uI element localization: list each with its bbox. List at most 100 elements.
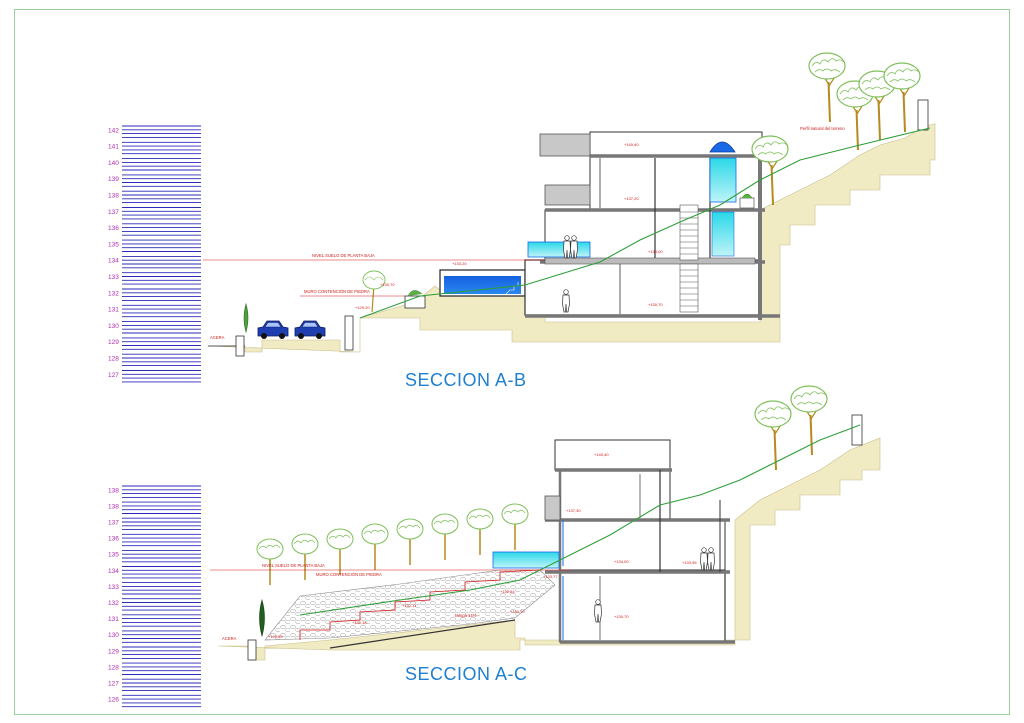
section-ab-skylight — [709, 141, 736, 153]
section-ab-gate-wall — [344, 315, 354, 351]
scale-tick-label: 133 — [108, 274, 119, 281]
scale-tick-label: 134 — [108, 258, 119, 265]
section-ac-terrace-steps — [299, 569, 541, 640]
drawing-sheet-frame — [14, 9, 1010, 715]
section-ac-tree-3 — [326, 528, 354, 576]
section-ac-upper-wall — [851, 414, 863, 446]
scale-tick-label: 129 — [108, 339, 119, 346]
section-ab-drawing: 142 141 140 139 138 137 136 135 134 133 132 131 130 1… — [108, 52, 936, 383]
scale-tick-label: 131 — [108, 616, 119, 623]
section-ab-stairs — [679, 204, 699, 313]
scale-tick-label: 138 — [108, 487, 119, 494]
section-ab-acera-label: ACERA — [210, 335, 225, 340]
scale-tick-label: 136 — [108, 536, 119, 543]
scale-tick-label: 132 — [108, 600, 119, 607]
section-ac-tree-2 — [291, 533, 319, 581]
section-ac-elevation-scale: 138 138 137 136 135 134 133 132 131 130 129 128 127 1… — [108, 485, 201, 708]
section-ac-tree-8 — [501, 503, 529, 551]
section-ab-cypress — [243, 302, 249, 334]
section-ab-elevation-scale: 142 141 140 139 138 137 136 135 134 133 132 131 130 1… — [108, 125, 201, 383]
section-ac-house — [545, 439, 735, 644]
section-ab-atrium-glass — [709, 157, 737, 203]
section-ab-level-1: +140,40 — [624, 142, 639, 147]
section-title-ac: SECCION A-C — [405, 664, 528, 684]
scale-tick-label: 132 — [108, 290, 119, 297]
section-ac-tree-4 — [361, 523, 389, 571]
section-ac-drawing: 138 138 137 136 135 134 133 132 131 130 129 128 127 1… — [108, 385, 881, 708]
section-ac-level-11: +129,55 — [268, 634, 283, 639]
section-ab-level-3: +134,00 — [648, 249, 663, 254]
section-ac-level-3: +134,00 — [614, 559, 629, 564]
section-ab-natural-terrain-line — [359, 127, 931, 319]
scale-tick-label: 127 — [108, 681, 119, 688]
section-ac-retaining-wall-note: MURO CONTENCIÓN DE PIEDRA — [316, 572, 382, 577]
section-ab-terrace-glass — [527, 241, 591, 258]
scale-tick-label: 137 — [108, 209, 119, 216]
scale-tick-label: 136 — [108, 225, 119, 232]
scale-tick-label: 126 — [108, 697, 119, 704]
section-ac-level-4: +130,70 — [614, 614, 629, 619]
section-ab-kerb — [235, 335, 245, 357]
scale-tick-label: 131 — [108, 307, 119, 314]
scale-tick-label: 129 — [108, 648, 119, 655]
scale-tick-label: 128 — [108, 664, 119, 671]
section-ab-terrain-note: Perfil natural del terreno — [800, 126, 845, 131]
scale-tick-label: 133 — [108, 584, 119, 591]
section-ab-upper-wall — [917, 99, 929, 131]
scale-tick-label: 127 — [108, 372, 119, 379]
section-ac-tree-5 — [396, 518, 424, 566]
section-ac-tree-6 — [431, 513, 459, 561]
section-ac-level-5: +133,95 — [682, 560, 697, 565]
section-ab-level-5: +133,20 — [452, 261, 467, 266]
section-ac-kerb — [247, 639, 257, 661]
section-ab-car-1 — [257, 320, 289, 340]
scale-tick-label: 138 — [108, 193, 119, 200]
section-ac-level-2: +137,30 — [566, 508, 581, 513]
section-ab-level-2: +137,20 — [624, 196, 639, 201]
section-ac-ramp — [329, 619, 516, 649]
section-ac-terrain — [217, 437, 881, 661]
section-ac-acera-label: ACERA — [222, 636, 237, 641]
section-ab-level-7: +129,20 — [355, 305, 370, 310]
scale-tick-label: 130 — [108, 632, 119, 639]
section-ac-natural-terrain-line — [299, 424, 861, 616]
section-ab-car-2 — [294, 320, 326, 340]
scale-tick-label: 135 — [108, 241, 119, 248]
scale-tick-label: 135 — [108, 552, 119, 559]
section-ab-level-6: +130,70 — [380, 282, 395, 287]
section-ab-pool-water — [444, 276, 521, 294]
section-ab-palm — [362, 270, 386, 313]
section-ac-level-9: +130,18 — [352, 620, 367, 625]
scale-tick-label: 137 — [108, 520, 119, 527]
section-ac-ramp-note: rampa 14% — [455, 613, 477, 618]
section-ab-tree-4 — [883, 62, 921, 133]
section-ac-tree-10 — [790, 385, 828, 456]
section-ac-level-1: +140,40 — [594, 452, 609, 457]
section-ab-retaining-wall-note: MURO CONTENCIÓN DE PIEDRA — [304, 289, 370, 294]
section-ab-cantilever-top — [539, 133, 591, 157]
scale-tick-label: 138 — [108, 503, 119, 510]
section-ac-level-8: +132,11 — [402, 603, 417, 608]
section-ab-level-4: +130,70 — [648, 302, 663, 307]
section-ac-floor-level-note: NIVEL SUELO DE PLANTA BAJA — [262, 563, 325, 568]
section-ab-house — [524, 131, 780, 320]
section-ac-tree-9 — [754, 400, 792, 471]
section-ac-cypress — [259, 598, 265, 638]
section-ac-level-7: +132,84 — [500, 589, 515, 594]
section-ab-terrain — [207, 123, 936, 353]
scale-tick-label: 139 — [108, 176, 119, 183]
section-ac-level-6: +133,77 — [543, 574, 558, 579]
section-ab-floor-level-note: NIVEL SUELO DE PLANTA BAJA — [312, 253, 375, 258]
scale-tick-label: 142 — [108, 127, 119, 134]
section-ac-tree-7 — [466, 508, 494, 556]
scale-tick-label: 130 — [108, 323, 119, 330]
scale-tick-label: 134 — [108, 568, 119, 575]
scale-tick-label: 140 — [108, 160, 119, 167]
section-ab-cantilever-mid — [544, 184, 591, 206]
scale-tick-label: 128 — [108, 356, 119, 363]
scale-tick-label: 141 — [108, 144, 119, 151]
section-ac-tree-1 — [256, 538, 284, 586]
section-ac-level-10: +130,70 — [510, 609, 525, 614]
section-title-ab: SECCION A-B — [405, 370, 527, 390]
